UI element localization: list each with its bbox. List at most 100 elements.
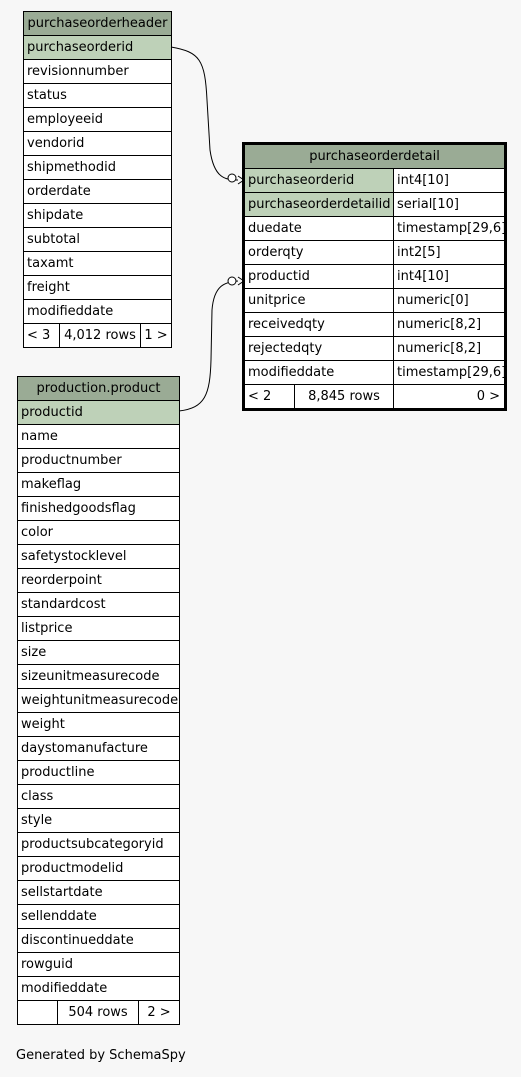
generated-by-footer: Generated by SchemaSpy [16, 1048, 186, 1063]
column-name: standardcost [16, 592, 181, 617]
column-row[interactable]: subtotal [22, 227, 173, 252]
column-name: unitprice [244, 288, 394, 313]
column-type: numeric[0] [392, 288, 506, 313]
column-name: weightunitmeasurecode [16, 688, 181, 713]
column-row[interactable]: daystomanufacture [16, 736, 181, 761]
column-type: numeric[8,2] [392, 312, 506, 337]
column-name: productnumber [16, 448, 181, 473]
column-row[interactable]: finishedgoodsflag [16, 496, 181, 521]
children-link[interactable]: 0 > [392, 384, 506, 409]
parents-link[interactable] [17, 1000, 58, 1025]
parents-link[interactable]: < 3 [23, 323, 60, 348]
column-row[interactable]: name [16, 424, 181, 449]
column-row[interactable]: weight [16, 712, 181, 737]
column-row[interactable]: sellenddate [16, 904, 181, 929]
column-row[interactable]: employeeid [22, 107, 173, 132]
column-row[interactable]: size [16, 640, 181, 665]
column-row[interactable]: modifieddate [22, 299, 173, 324]
column-row[interactable]: safetystocklevel [16, 544, 181, 569]
column-row[interactable]: class [16, 784, 181, 809]
column-row[interactable]: makeflag [16, 472, 181, 497]
column-name: taxamt [22, 251, 173, 276]
column-row[interactable]: listprice [16, 616, 181, 641]
column-name: subtotal [22, 227, 173, 252]
column-row[interactable]: color [16, 520, 181, 545]
column-name: productline [16, 760, 181, 785]
column-row[interactable]: weightunitmeasurecode [16, 688, 181, 713]
column-row[interactable]: productsubcategoryid [16, 832, 181, 857]
column-row[interactable]: rowguid [16, 952, 181, 977]
children-link[interactable]: 1 > [139, 323, 173, 348]
column-type: numeric[8,2] [392, 336, 506, 361]
column-name: modifieddate [16, 976, 181, 1001]
column-type: timestamp[29,6] [392, 360, 506, 385]
column-name: finishedgoodsflag [16, 496, 181, 521]
column-row[interactable]: sizeunitmeasurecode [16, 664, 181, 689]
table-title[interactable]: production.product [16, 376, 181, 401]
column-name: shipdate [22, 203, 173, 228]
column-name: sizeunitmeasurecode [16, 664, 181, 689]
edge-poh-to-pod [170, 46, 239, 181]
column-name: reorderpoint [16, 568, 181, 593]
column-row[interactable]: status [22, 83, 173, 108]
column-row[interactable]: taxamt [22, 251, 173, 276]
row-count: 8,845 rows [294, 384, 394, 409]
column-name: productsubcategoryid [16, 832, 181, 857]
column-name: shipmethodid [22, 155, 173, 180]
parents-link[interactable]: < 2 [244, 384, 295, 409]
column-name: revisionnumber [22, 59, 173, 84]
column-name: vendorid [22, 131, 173, 156]
column-row[interactable]: productid [16, 400, 181, 425]
column-row[interactable]: shipdate [22, 203, 173, 228]
column-name: color [16, 520, 181, 545]
column-type: timestamp[29,6] [392, 216, 506, 241]
column-name: class [16, 784, 181, 809]
children-link[interactable]: 2 > [137, 1000, 181, 1025]
column-row[interactable]: productline [16, 760, 181, 785]
column-name: purchaseorderid [22, 35, 173, 60]
column-row[interactable]: productnumber [16, 448, 181, 473]
column-type: int4[10] [392, 264, 506, 289]
column-row[interactable]: reorderpoint [16, 568, 181, 593]
column-row[interactable]: modifieddate [16, 976, 181, 1001]
column-row[interactable]: purchaseorderid [22, 35, 173, 60]
column-row[interactable]: productmodelid [16, 856, 181, 881]
column-row[interactable]: freight [22, 275, 173, 300]
column-name: sellenddate [16, 904, 181, 929]
column-name: makeflag [16, 472, 181, 497]
column-row[interactable]: revisionnumber [22, 59, 173, 84]
column-name: freight [22, 275, 173, 300]
column-type: int2[5] [392, 240, 506, 265]
table-title[interactable]: purchaseorderdetail [243, 144, 506, 169]
column-row[interactable]: standardcost [16, 592, 181, 617]
column-name: orderdate [22, 179, 173, 204]
column-name: daystomanufacture [16, 736, 181, 761]
column-row[interactable]: discontinueddate [16, 928, 181, 953]
column-row[interactable]: style [16, 808, 181, 833]
column-row[interactable]: orderdate [22, 179, 173, 204]
column-name: rejectedqty [244, 336, 394, 361]
table-title[interactable]: purchaseorderheader [22, 11, 173, 36]
column-name: purchaseorderdetailid [244, 192, 394, 217]
row-count: 4,012 rows [59, 323, 141, 348]
column-row[interactable]: vendorid [22, 131, 173, 156]
column-name: productmodelid [16, 856, 181, 881]
column-row[interactable]: sellstartdate [16, 880, 181, 905]
column-name: orderqty [244, 240, 394, 265]
column-row[interactable]: shipmethodid [22, 155, 173, 180]
